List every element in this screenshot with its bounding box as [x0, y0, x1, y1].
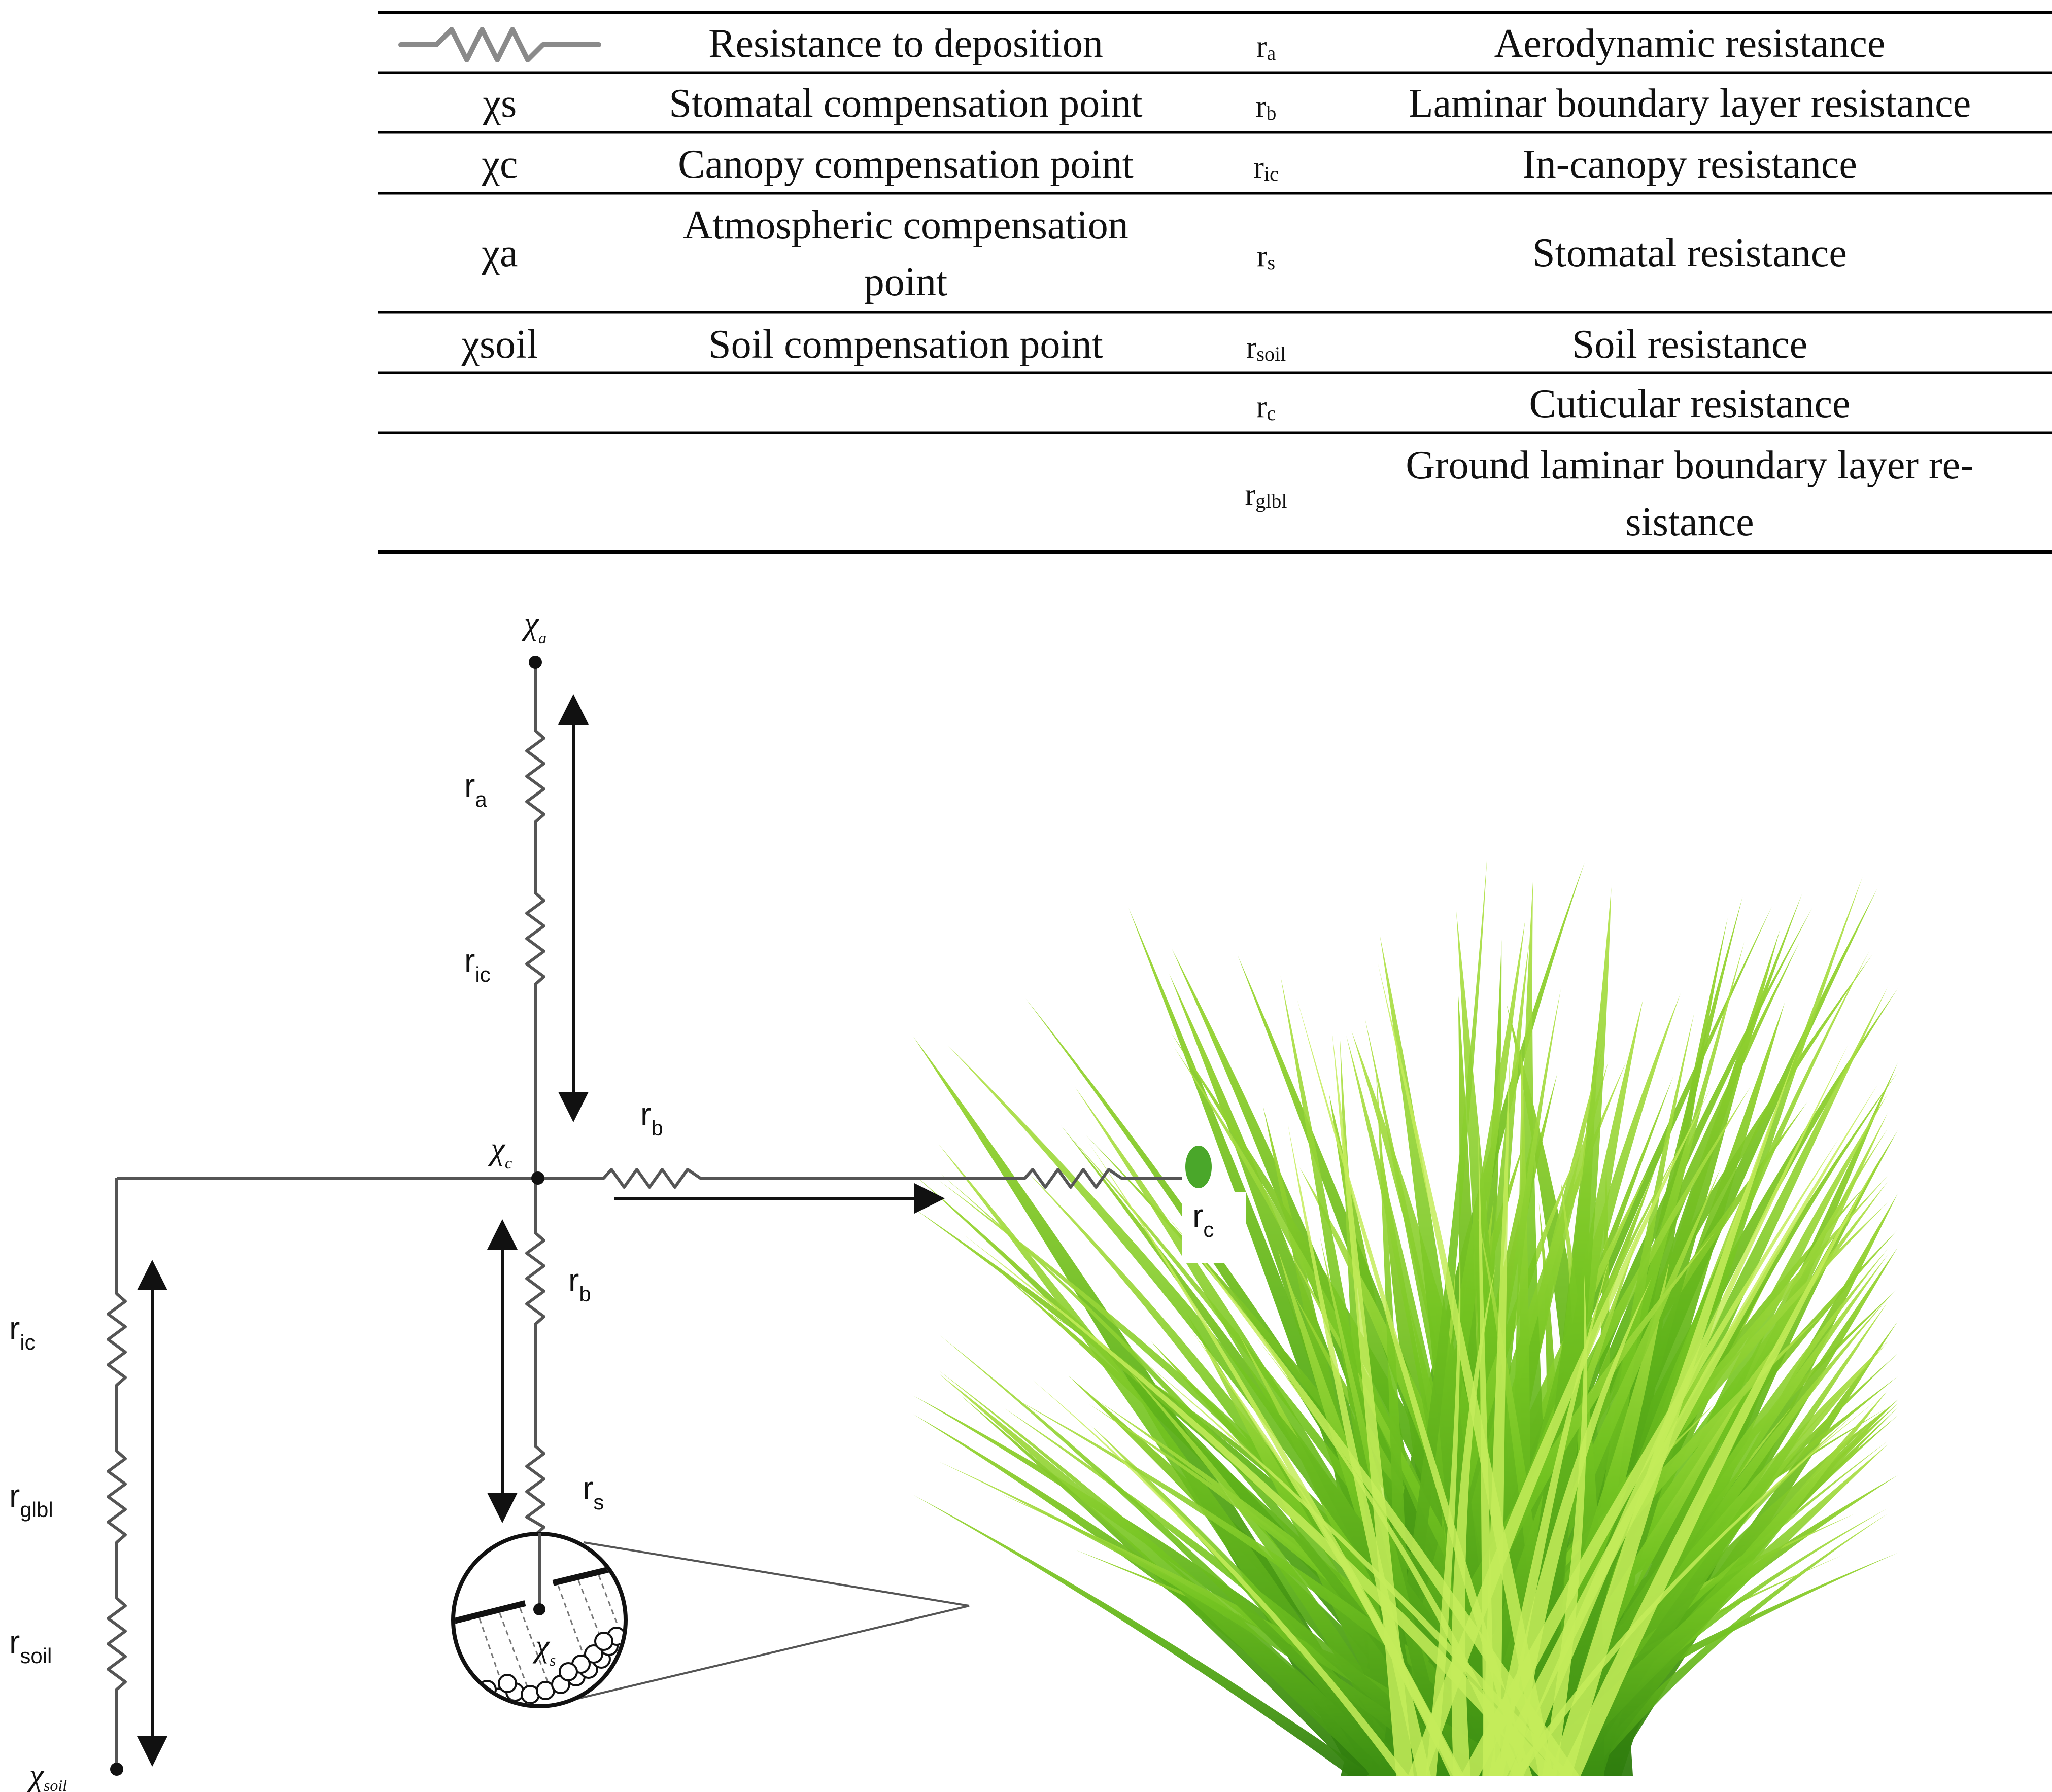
zoom-line-top — [583, 1541, 970, 1607]
legend-sym-left: χc — [481, 142, 518, 187]
legend-desc-left: Stomatal compensation point — [669, 81, 1142, 126]
legend-desc-right: Laminar boundary layer resistance — [1409, 81, 1971, 126]
guard-cell — [559, 1662, 578, 1681]
guard-cell — [584, 1644, 603, 1664]
legend-desc-left: Resistance to deposition — [708, 21, 1103, 66]
grass-blade — [1032, 1380, 1409, 1776]
legend-sym-right: ric — [1253, 150, 1279, 185]
legend-sym-right: rb — [1256, 89, 1277, 124]
node-chi-a-dot — [529, 656, 542, 669]
grass-blade — [964, 1235, 1559, 1776]
legend-sym-right: rsoil — [1246, 330, 1286, 365]
grass-blade — [1511, 1400, 1877, 1776]
legend-desc-left-line1: Atmospheric compensation — [683, 203, 1128, 248]
node-chi-soil-dot — [110, 1763, 123, 1776]
resistor-symbol-icon — [398, 27, 601, 62]
legend-desc-right-line1: Ground laminar boundary layer re- — [1406, 443, 1974, 488]
grass-blade — [1015, 1399, 1570, 1776]
legend-row-0: Resistance to deposition ra Aerodynamic … — [398, 21, 1886, 66]
grass-blade — [1517, 1255, 1888, 1776]
legend-desc-left: Canopy compensation point — [678, 142, 1134, 187]
label-rc: rc — [1192, 1197, 1214, 1242]
resistance-circuit-diagram: χa χc χs χsoil ra ric rb rb rs rc ric rg… — [9, 605, 1246, 1792]
label-ra: ra — [464, 767, 487, 811]
node-chi-c-label: χc — [488, 1130, 512, 1172]
grass-plant-illustration — [913, 857, 1898, 1776]
main-vertical-wire — [525, 662, 545, 1606]
legend-row-3: χa Atmospheric compensation point rs Sto… — [481, 203, 1846, 304]
node-chi-a-label: χa — [521, 605, 546, 647]
label-rb-right: rb — [640, 1096, 663, 1140]
node-chi-soil-label: χsoil — [26, 1757, 67, 1792]
node-chi-s-label: χs — [532, 1628, 556, 1669]
legend-sym-right: rglbl — [1245, 477, 1287, 512]
legend-row-6: rglbl Ground laminar boundary layer re- … — [1245, 443, 1974, 544]
grass-blade — [1555, 1302, 1888, 1776]
legend-sym-left: χa — [481, 231, 518, 275]
grass-blade — [939, 1370, 1409, 1776]
guard-cell — [594, 1632, 613, 1651]
grass-blade — [1386, 1143, 1583, 1776]
legend-sym-right: rs — [1257, 239, 1275, 274]
grass-blade — [1489, 1257, 1610, 1776]
zoom-line-bottom — [573, 1605, 970, 1701]
legend-table: Resistance to deposition ra Aerodynamic … — [378, 11, 2052, 554]
legend-desc-right: In-canopy resistance — [1522, 142, 1857, 187]
cuticle-spot — [1185, 1146, 1212, 1188]
label-ric-left: ric — [9, 1310, 36, 1354]
legend-desc-left-line2: point — [864, 260, 947, 304]
grass-blade — [913, 1495, 1373, 1776]
legend-sym-right: rc — [1256, 390, 1276, 425]
grass-blade — [1004, 1408, 1481, 1776]
legend-desc-right-line2: sistance — [1625, 500, 1754, 544]
legend-desc-right: Stomatal resistance — [1532, 231, 1847, 275]
legend-row-1: χs Stomatal compensation point rb Lamina… — [483, 81, 1971, 126]
legend-sym-left: χsoil — [461, 322, 538, 367]
legend-row-2: χc Canopy compensation point ric In-cano… — [481, 142, 1857, 187]
grass-blade — [1186, 1312, 1445, 1776]
label-ric-top: ric — [464, 942, 491, 986]
grass-blade — [1451, 1264, 1496, 1776]
legend-desc-left: Soil compensation point — [708, 322, 1103, 367]
horizontal-wire — [117, 1168, 1182, 1189]
legend-sym-right: ra — [1256, 29, 1276, 64]
legend-sym-left: χs — [483, 81, 517, 126]
label-rb-down: rb — [568, 1262, 591, 1306]
grass-blade — [1503, 887, 1612, 1776]
legend-row-4: χsoil Soil compensation point rsoil Soil… — [461, 322, 1807, 367]
label-rc-background — [1182, 1192, 1246, 1263]
guard-cell — [498, 1674, 517, 1693]
legend-row-5: rc Cuticular resistance — [1256, 382, 1851, 426]
legend-desc-right: Soil resistance — [1572, 322, 1807, 367]
label-rglbl: rglbl — [9, 1477, 53, 1522]
legend-desc-right: Aerodynamic resistance — [1494, 21, 1886, 66]
table-rules — [378, 11, 2052, 554]
soil-branch-wire — [107, 1178, 127, 1769]
stoma-magnifier — [451, 1532, 628, 1708]
grass-blade — [1378, 963, 1554, 1776]
grass-blade — [1088, 1142, 1464, 1776]
label-rsoil: rsoil — [9, 1624, 52, 1668]
legend-desc-right: Cuticular resistance — [1529, 382, 1850, 426]
grass-blade — [1349, 863, 1585, 1776]
grass-blade — [940, 1335, 1418, 1776]
label-rs: rs — [583, 1470, 604, 1514]
grass-blade — [1488, 1085, 1877, 1776]
grass-blade — [1482, 1058, 1510, 1776]
grass-blade — [1332, 1032, 1414, 1776]
node-chi-c-dot — [531, 1171, 544, 1185]
